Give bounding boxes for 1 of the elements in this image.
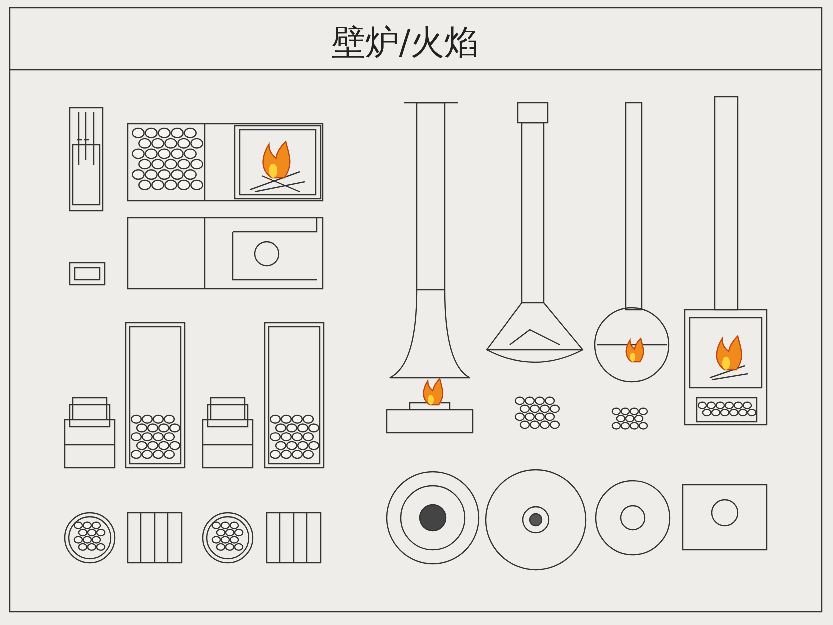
sheet-title: 壁炉/火焰 (330, 22, 480, 65)
